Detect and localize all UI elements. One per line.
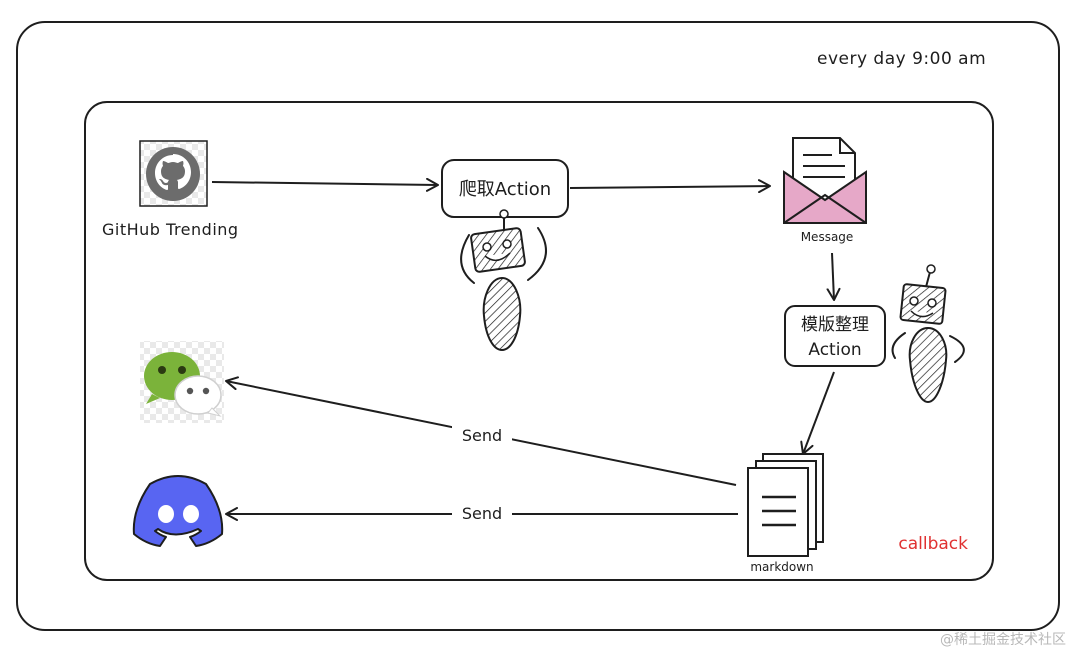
wechat-icon bbox=[140, 341, 224, 423]
robot-icon bbox=[891, 264, 965, 404]
watermark: @稀土掘金技术社区 bbox=[940, 632, 1066, 648]
robot-icon bbox=[460, 209, 547, 352]
send-discord-label-bg bbox=[452, 502, 512, 526]
send-wechat-label: Send bbox=[462, 426, 502, 445]
schedule-label: every day 9:00 am bbox=[817, 49, 986, 69]
template-action-label-line2: Action bbox=[808, 340, 861, 360]
document-stack-icon bbox=[747, 453, 824, 557]
template-action-label-line1: 模版整理 bbox=[801, 315, 869, 335]
github-trending-label: GitHub Trending bbox=[102, 220, 239, 239]
send-discord-label: Send bbox=[462, 504, 502, 523]
arrow-crawl-to-message bbox=[569, 179, 771, 194]
message-label: Message bbox=[801, 230, 854, 244]
send-wechat-label-bg bbox=[452, 424, 512, 448]
callback-label: callback bbox=[898, 534, 968, 554]
crawl-action-label: 爬取Action bbox=[459, 179, 551, 200]
outer-frame bbox=[16, 21, 1060, 631]
arrow-template-to-markdown bbox=[800, 371, 835, 455]
arrow-github-to-crawl bbox=[211, 177, 439, 192]
template-action-box bbox=[784, 305, 886, 367]
discord-icon bbox=[132, 475, 224, 547]
arrow-message-to-template bbox=[826, 252, 841, 301]
markdown-label: markdown bbox=[750, 560, 813, 574]
envelope-icon bbox=[783, 137, 867, 224]
github-icon bbox=[139, 140, 208, 207]
inner-frame bbox=[84, 101, 994, 581]
